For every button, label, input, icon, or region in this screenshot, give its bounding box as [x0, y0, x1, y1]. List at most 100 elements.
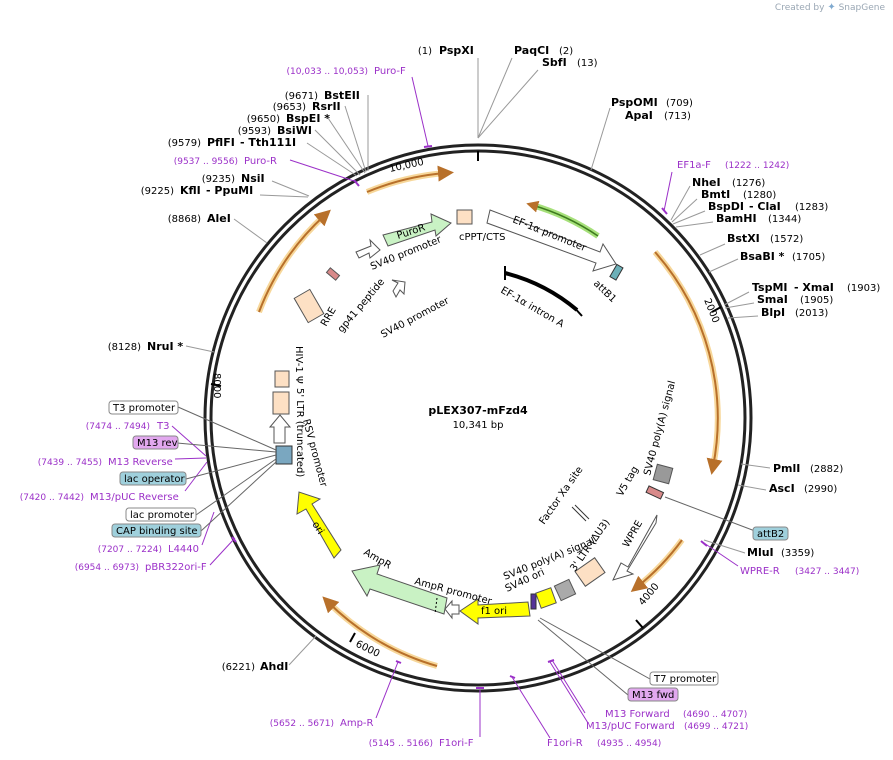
primer-puro-f: Puro-F	[374, 66, 406, 77]
site-rsrii: RsrII	[312, 100, 341, 113]
sv40-ori-mark	[530, 593, 537, 610]
primer-puro-f-pos: (10,033 .. 10,053)	[287, 67, 368, 77]
feature-v5-tag: V5 tag	[615, 465, 641, 499]
ampr-promoter-arrow	[444, 599, 460, 620]
primer-markers	[231, 145, 708, 689]
site-pspxi: PspXI	[439, 44, 474, 57]
site-pflfi-pos: (9579)	[168, 138, 201, 149]
ori-arrow	[296, 491, 342, 559]
site-nhei: NheI	[692, 176, 721, 189]
primer-ef1a-f-pos: (1222 .. 1242)	[725, 161, 789, 171]
site-clai: - ClaI	[749, 200, 781, 213]
sv40-polya-box	[553, 578, 577, 602]
primer-pbr322ori-f-pos: (6954 .. 6973)	[75, 563, 139, 573]
site-alei: AleI	[207, 212, 231, 225]
feature-ltr5: 5' LTR (truncated)	[294, 388, 305, 477]
site-kfli-pos: (9225)	[141, 186, 174, 197]
site-bspdi: BspDI	[708, 200, 744, 213]
feature-sv40-polya2: SV40 poly(A) signal	[642, 380, 678, 477]
ltr3-box	[574, 557, 606, 587]
lac-region-box	[275, 445, 293, 465]
site-bstxi-pos: (1572)	[770, 234, 803, 245]
site-alei-pos: (8868)	[168, 214, 201, 225]
box-leaders	[176, 406, 756, 696]
box-t3-promoter-label: T3 promoter	[112, 403, 176, 414]
ef1a-promoter-arrow	[526, 200, 599, 237]
site-mlui-pos: (3359)	[781, 548, 814, 559]
plasmid-length: 10,341 bp	[453, 420, 504, 431]
primer-m13-puc-reverse: M13/pUC Reverse	[90, 492, 179, 503]
primer-m13-reverse-pos: (7439 .. 7455)	[38, 458, 102, 468]
primer-puro-r-pos: (9537 .. 9556)	[174, 157, 238, 167]
primer-f1ori-f: F1ori-F	[439, 738, 474, 749]
site-bmti-pos: (1280)	[743, 190, 776, 201]
box-lac-promoter: lac promoter	[125, 507, 197, 522]
site-paqci: PaqCI	[514, 44, 549, 57]
gp41-peptide-box	[325, 267, 341, 281]
site-bstxi: BstXI	[727, 232, 760, 245]
site-apai: ApaI	[625, 109, 653, 122]
site-smai-pos: (1905)	[800, 295, 833, 306]
box-lac-operator-label: lac operator	[124, 474, 185, 485]
box-cap-binding-site: CAP binding site	[111, 523, 202, 538]
feature-ef1a-intron: EF-1α intron A	[499, 285, 566, 330]
ef1a-white-arrow	[486, 209, 617, 272]
primer-m13-reverse: M13 Reverse	[108, 457, 173, 468]
v5-tag-box	[645, 485, 665, 500]
site-bamhi: BamHI	[716, 212, 757, 225]
sv40-ori-box	[535, 587, 557, 609]
box-m13-fwd-label: M13 fwd	[632, 690, 674, 701]
feature-hiv-psi: HIV-1 Ψ	[293, 346, 304, 384]
site-bspdi-pos: (1283)	[795, 202, 828, 213]
site-smai: SmaI	[757, 293, 788, 306]
rre-box	[293, 288, 325, 324]
primer-puro-r: Puro-R	[244, 156, 277, 167]
scale-ticks	[210, 151, 722, 643]
site-apai-pos: (713)	[664, 111, 691, 122]
site-blpi: BlpI	[761, 306, 785, 319]
puror-arrow	[382, 213, 452, 247]
feature-gp41: gp41 peptide	[336, 277, 387, 335]
site-bspei-pos: (9650)	[247, 114, 280, 125]
site-asci: AscI	[769, 482, 795, 495]
primer-m13-puc-reverse-pos: (7420 .. 7442)	[20, 493, 84, 503]
primer-f1ori-r: F1ori-R	[547, 738, 583, 749]
site-xmai: - XmaI	[794, 281, 834, 294]
site-bmti: BmtI	[701, 188, 730, 201]
site-bsteii-pos: (9671)	[285, 91, 318, 102]
credit-brand: SnapGene	[838, 3, 885, 13]
box-m13-rev: M13 rev	[132, 435, 179, 450]
site-mlui: MluI	[747, 546, 774, 559]
site-bamhi-pos: (1344)	[768, 214, 801, 225]
box-t7-promoter: T7 promoter	[649, 671, 719, 686]
site-paqci-pos: (2)	[559, 46, 573, 57]
feature-cppt-cts: cPPT/CTS	[459, 232, 505, 243]
site-pspomi: PspOMI	[611, 96, 658, 109]
primer-wpre-r-pos: (3427 .. 3447)	[795, 567, 859, 577]
box-attb2: attB2	[752, 526, 789, 541]
feature-f1-ori: f1 ori	[481, 606, 507, 617]
site-pmli-pos: (2882)	[810, 464, 843, 475]
site-ahdi-pos: (6221)	[222, 662, 255, 673]
feature-attb1: attB1	[591, 278, 618, 305]
site-bsiwi: BsiWI	[277, 124, 312, 137]
primer-l4440: L4440	[168, 544, 199, 555]
site-bspei: BspEI *	[286, 112, 330, 125]
box-cap-binding-site-label: CAP binding site	[116, 526, 198, 537]
site-tspmi-pos: (1903)	[847, 283, 880, 294]
site-nhei-pos: (1276)	[732, 178, 765, 189]
feature-sv40-promoter-2: SV40 promoter	[379, 295, 452, 341]
primer-t3-pos: (7474 .. 7494)	[86, 422, 150, 432]
box-lac-promoter-label: lac promoter	[130, 510, 195, 521]
box-attb2-label: attB2	[757, 529, 784, 540]
primer-pbr322ori-f: pBR322ori-F	[145, 562, 207, 573]
site-leaders	[185, 57, 771, 666]
wpre-arrow	[612, 514, 658, 581]
primer-f1ori-r-pos: (4935 .. 4954)	[597, 739, 661, 749]
site-ppumi: - PpuMI	[206, 184, 253, 197]
feature-factor-xa: Factor Xa site	[537, 465, 585, 527]
site-nsii: NsiI	[241, 172, 265, 185]
sv40-polya2-box	[652, 463, 674, 485]
snapgene-credit: Created by ✦ SnapGene	[775, 2, 885, 13]
